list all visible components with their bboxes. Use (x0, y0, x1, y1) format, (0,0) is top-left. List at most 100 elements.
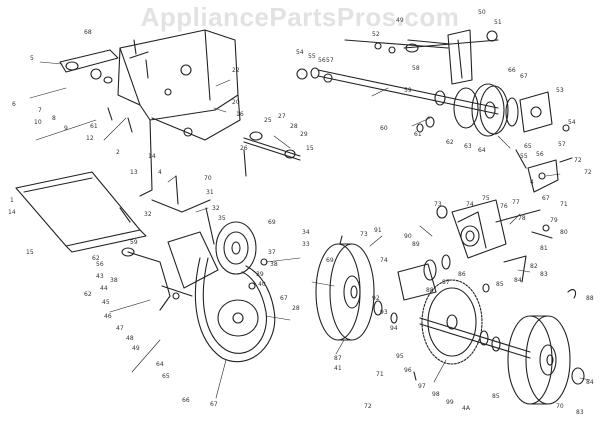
callout-label: 15 (26, 249, 34, 256)
callout-label: 95 (396, 353, 404, 360)
callout-label: 37 (268, 249, 276, 256)
linkage-rods (151, 131, 301, 245)
friction-disk-assembly (416, 83, 570, 137)
callout-label: 97 (418, 383, 426, 390)
callout-label: 69 (326, 257, 334, 264)
callout-label: 70 (556, 403, 564, 410)
callout-label: 61 (90, 123, 98, 130)
callout-label: 44 (100, 285, 108, 292)
callout-label: 4A (462, 405, 471, 412)
arm-assembly-left (59, 39, 149, 133)
callout-label: 49 (132, 345, 140, 352)
callout-label: 40 (258, 281, 266, 288)
callout-label: 55 (520, 153, 528, 160)
callout-label: 28 (290, 123, 298, 130)
callout-label: 8 (52, 115, 56, 122)
callout-label: 4 (530, 179, 534, 186)
callout-label: 15 (306, 145, 314, 152)
housing-bracket (117, 29, 241, 197)
callout-label: 59 (404, 87, 412, 94)
callout-label: 78 (518, 215, 526, 222)
callout-label: 73 (360, 231, 368, 238)
callout-label: 93 (380, 309, 388, 316)
callout-label: 63 (464, 143, 472, 150)
callout-label: 73 (434, 201, 442, 208)
gear-case (436, 199, 553, 293)
callout-label: 69 (268, 219, 276, 226)
callout-label: 75 (482, 195, 490, 202)
callout-label: 14 (148, 153, 156, 160)
callout-label: 80 (560, 229, 568, 236)
callout-label: 22 (232, 67, 240, 74)
callout-label: 64 (478, 147, 486, 154)
callout-label: 49 (396, 17, 404, 24)
callout-label: 38 (270, 261, 278, 268)
callout-label: 88 (586, 295, 594, 302)
callout-label: 60 (380, 125, 388, 132)
callout-label: 98 (432, 391, 440, 398)
callout-label: 66 (508, 67, 516, 74)
axle-sprocket (397, 254, 531, 381)
callout-label: 76 (500, 203, 508, 210)
callout-label: 39 (256, 271, 264, 278)
callout-label: 81 (540, 245, 548, 252)
right-wheel (507, 289, 585, 405)
callout-label: 41 (334, 365, 342, 372)
callout-label: 48 (126, 335, 134, 342)
skid-plate (15, 171, 147, 253)
callout-label: 13 (130, 169, 138, 176)
callout-label: 77 (512, 199, 520, 206)
callout-label: 28 (292, 305, 300, 312)
callout-label: 34 (302, 229, 310, 236)
callout-label: 58 (412, 65, 420, 72)
callout-label: 57 (558, 141, 566, 148)
callout-label: 84 (514, 277, 522, 284)
callout-label: 62 (446, 139, 454, 146)
callout-label: 51 (494, 19, 502, 26)
callout-label: 88 (426, 287, 434, 294)
callout-label: 47 (116, 325, 124, 332)
callout-label: 72 (574, 157, 582, 164)
callout-label: 56 (96, 261, 104, 268)
callout-label: 32 (212, 205, 220, 212)
callout-label: 86 (458, 271, 466, 278)
callout-label: 65 (524, 143, 532, 150)
callout-label: 67 (520, 73, 528, 80)
callout-label: 85 (496, 281, 504, 288)
callout-label: 32 (144, 211, 152, 218)
callout-label: 61 (414, 131, 422, 138)
callout-label: 38 (110, 277, 118, 284)
callout-label: 64 (156, 361, 164, 368)
callout-label: 20 (232, 99, 240, 106)
callout-label: 71 (376, 371, 384, 378)
callout-label: 83 (540, 271, 548, 278)
callout-label: 96 (404, 367, 412, 374)
callout-label: 55 (308, 53, 316, 60)
callout-label: 7 (38, 107, 42, 114)
callout-label: 67 (280, 295, 288, 302)
upper-cross-shaft (296, 29, 499, 115)
callout-label: 2 (116, 149, 120, 156)
callout-label: 87 (442, 279, 450, 286)
callout-label: 67 (542, 195, 550, 202)
callout-label: 5 (30, 55, 34, 62)
callout-label: 82 (530, 263, 538, 270)
callout-label: 29 (300, 131, 308, 138)
callout-label: 91 (374, 227, 382, 234)
callout-label: 45 (102, 299, 110, 306)
callout-label: 25 (264, 117, 272, 124)
leader-lines (29, 61, 591, 399)
left-wheel (315, 235, 398, 341)
callout-label: 84 (586, 379, 594, 386)
callout-label: 90 (404, 233, 412, 240)
callout-label: 68 (84, 29, 92, 36)
callout-labels: 68 5 6 7 8 9 10 61 12 2 14 13 4 22 20 16… (8, 9, 594, 416)
callout-label: 31 (206, 189, 214, 196)
callout-label: 62 (84, 291, 92, 298)
callout-label: 53 (556, 87, 564, 94)
callout-label: 6 (12, 101, 16, 108)
callout-label: 70 (204, 175, 212, 182)
callout-label: 83 (576, 409, 584, 416)
